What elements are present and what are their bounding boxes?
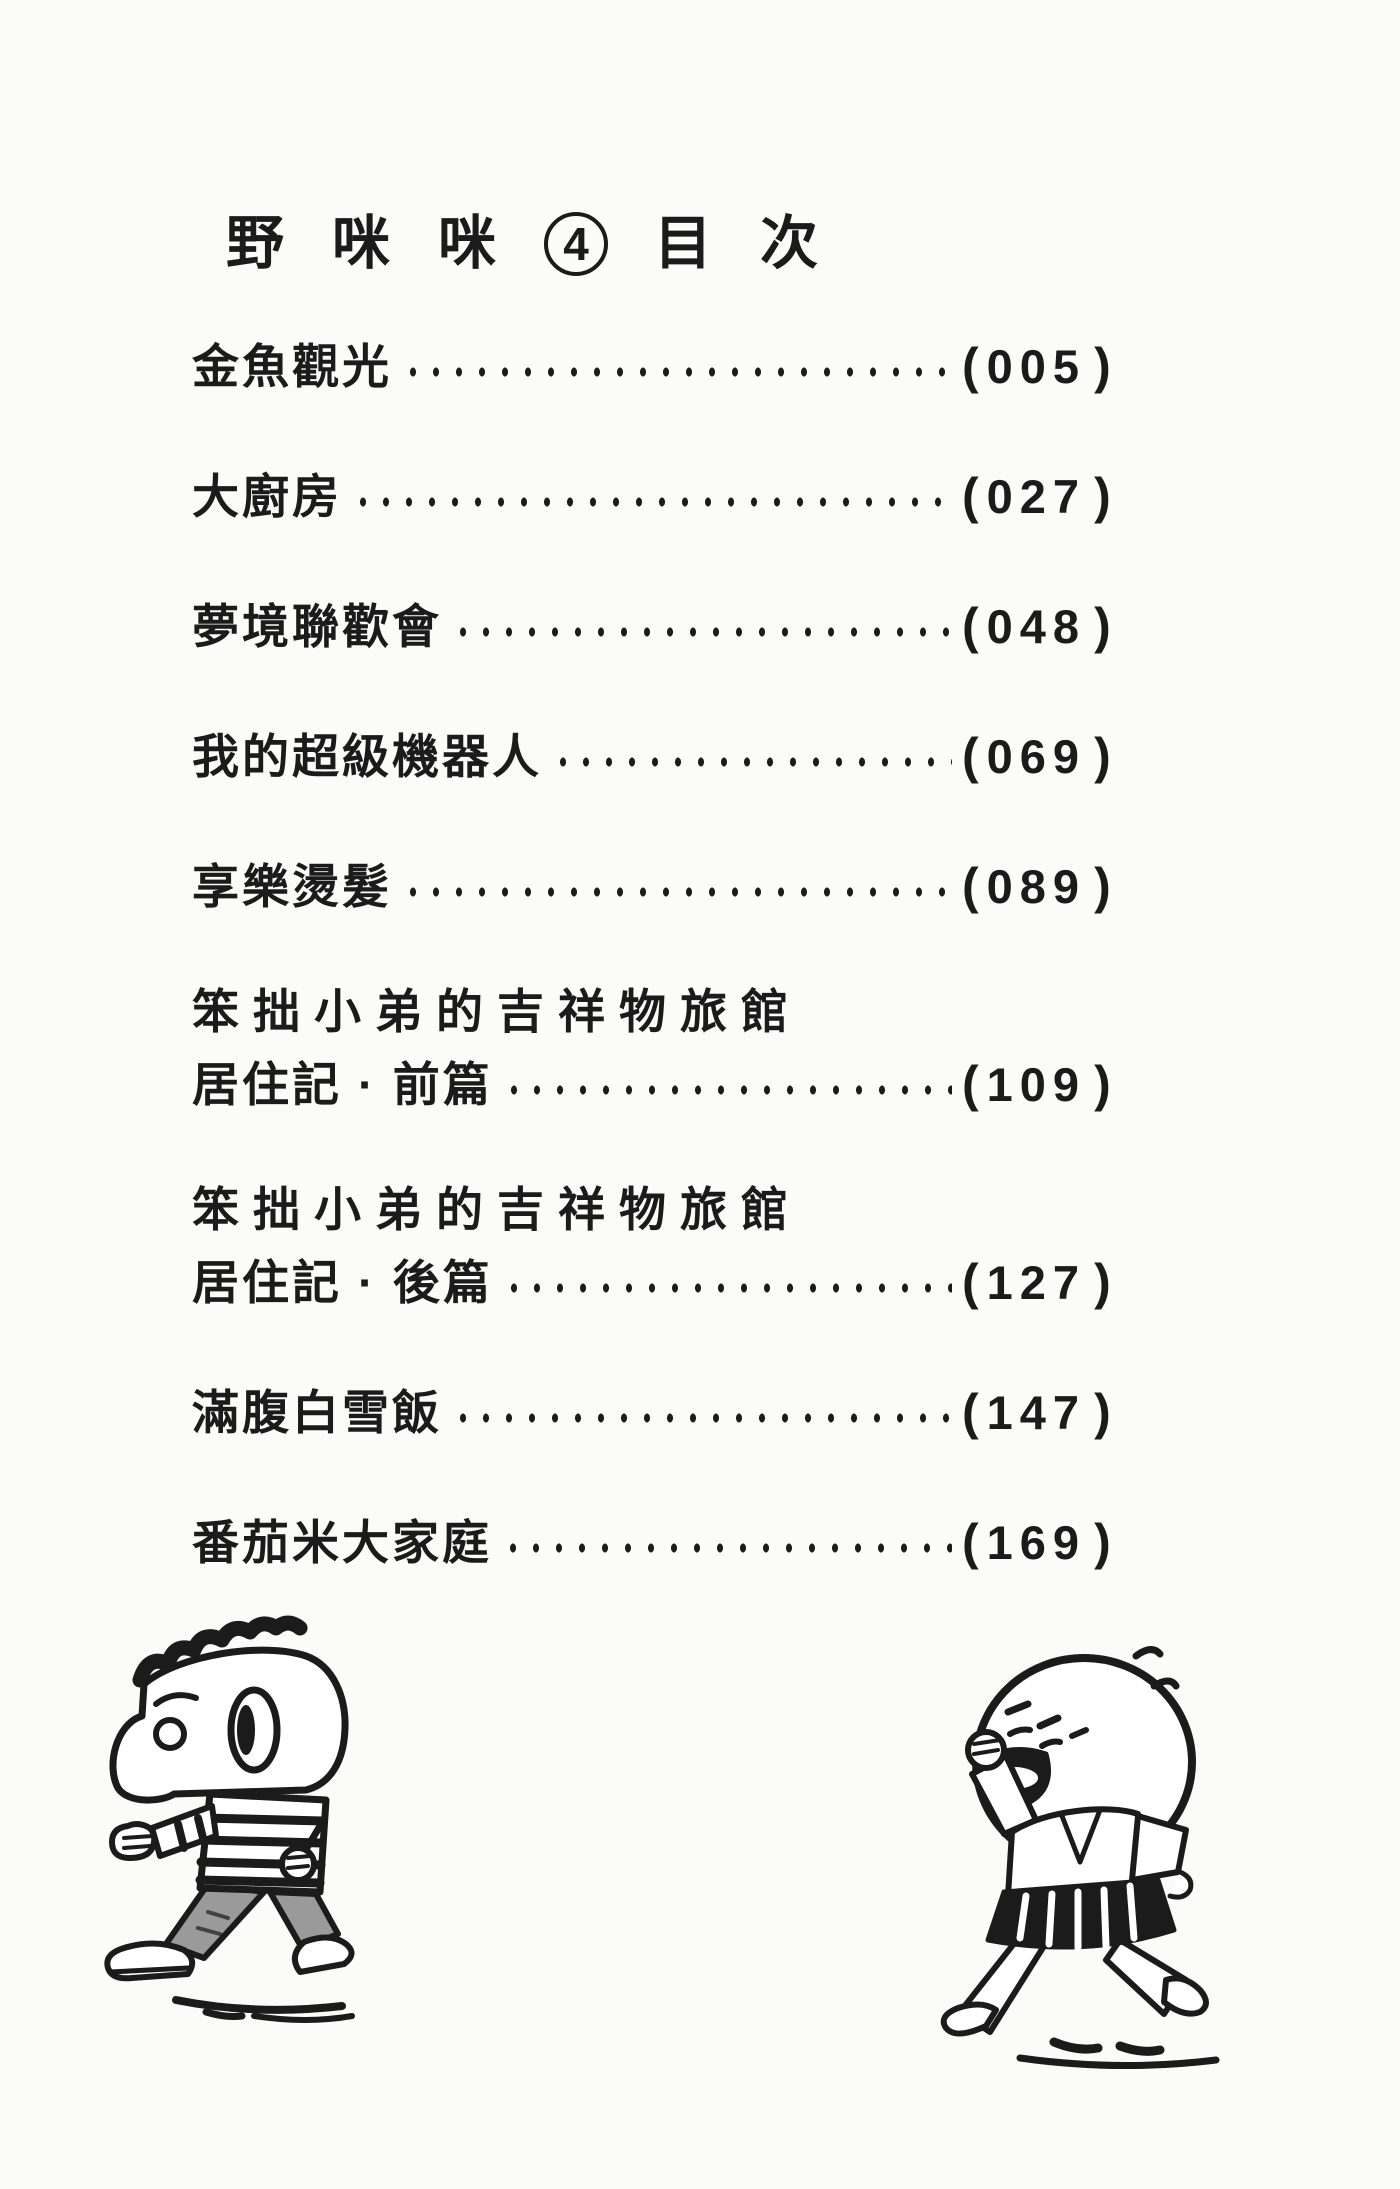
leader-dots <box>452 1388 952 1444</box>
toc-entry-title-line1: 笨拙小弟的吉祥物旅館 <box>192 985 802 1038</box>
toc-entry-page: (089) <box>962 861 1140 911</box>
kid-sweat-drops <box>1132 1646 1180 1690</box>
toc-entry: 夢境聯歡會 (048) <box>192 598 1140 658</box>
toc-entry: 享樂燙髮 (089) <box>192 858 1140 918</box>
kid-collar <box>1059 1807 1103 1865</box>
toc-entry-title: 番茄米大家庭 <box>192 1515 492 1569</box>
boy-back-leg <box>267 1889 355 1975</box>
paren-close: ) <box>1094 1254 1111 1310</box>
paren-open: ( <box>962 468 979 524</box>
leader-dots <box>502 1518 952 1574</box>
toc-entry: 大廚房 (027) <box>192 468 1140 528</box>
toc-entry-title: 滿腹白雪飯 <box>192 1385 442 1439</box>
toc-entry-page: (005) <box>962 341 1140 391</box>
toc-entry-title-line2: 居住記 · 後篇 <box>192 1255 493 1309</box>
boy-small-eye <box>153 1717 187 1751</box>
paren-close: ) <box>1094 1514 1111 1570</box>
paren-open: ( <box>962 1514 979 1570</box>
kid-back-leg <box>1103 1937 1209 2017</box>
toc-entry-page: (069) <box>962 731 1140 781</box>
kid-striped-skirt <box>985 1877 1177 1952</box>
page-title: 野咪咪 4 目次 <box>226 212 1140 276</box>
boy-hair <box>132 1615 308 1688</box>
toc-entry-page: (169) <box>962 1517 1140 1567</box>
paren-close: ) <box>1094 728 1111 784</box>
page-number: 127 <box>986 1255 1087 1309</box>
leader-dots <box>502 1258 952 1314</box>
toc-entry-title: 夢境聯歡會 <box>192 599 442 653</box>
kid-eyebrows <box>1004 1700 1062 1730</box>
toc-entry-page: (147) <box>962 1387 1140 1437</box>
boy-head <box>109 1615 349 1804</box>
kid-raised-arm <box>965 1729 1039 1837</box>
paren-close: ) <box>1094 1384 1111 1440</box>
toc-entry: 笨拙小弟的吉祥物旅館 居住記 · 前篇 (109) <box>192 985 1140 1116</box>
page-number: 109 <box>986 1057 1087 1111</box>
page-number: 169 <box>986 1515 1087 1569</box>
crying-kid-illustration <box>940 1646 1220 2070</box>
kid-right-hand <box>1167 1869 1194 1900</box>
boy-pupil <box>237 1705 255 1755</box>
toc-entry-title: 大廚房 <box>192 469 342 523</box>
toc-entry: 笨拙小弟的吉祥物旅館 居住記 · 後篇 (127) <box>192 1183 1140 1314</box>
paren-open: ( <box>962 1254 979 1310</box>
toc-entry: 金魚觀光 (005) <box>192 338 1140 398</box>
series-title: 野咪咪 <box>226 211 545 276</box>
toc-entry: 番茄米大家庭 (169) <box>192 1514 1140 1574</box>
walking-boy-illustration <box>104 1615 355 2023</box>
page-number: 089 <box>986 859 1087 913</box>
boy-eyebrow <box>153 1692 199 1707</box>
paren-close: ) <box>1094 338 1111 394</box>
leader-dots <box>552 732 952 788</box>
paren-open: ( <box>962 858 979 914</box>
page-number: 147 <box>986 1385 1087 1439</box>
toc-content: 野咪咪 4 目次 金魚觀光 (005) 大廚房 (027) 夢境聯歡會 (048… <box>192 212 1140 1644</box>
toc-entry: 我的超級機器人 (069) <box>192 728 1140 788</box>
kid-front-leg <box>940 1933 1047 2037</box>
toc-entry-title-line2: 居住記 · 前篇 <box>192 1057 493 1111</box>
toc-entry-title: 我的超級機器人 <box>192 729 542 783</box>
paren-close: ) <box>1094 858 1111 914</box>
leader-dots <box>402 862 952 918</box>
toc-label: 目次 <box>654 211 867 276</box>
paren-open: ( <box>962 338 979 394</box>
paren-open: ( <box>962 728 979 784</box>
toc-entry-title: 金魚觀光 <box>192 339 392 393</box>
paren-close: ) <box>1094 468 1111 524</box>
page-number: 048 <box>986 599 1087 653</box>
kid-ground-lines <box>1016 2037 1220 2070</box>
paren-close: ) <box>1094 598 1111 654</box>
paren-open: ( <box>962 1384 979 1440</box>
paren-open: ( <box>962 1056 979 1112</box>
kid-body <box>1005 1806 1194 1900</box>
toc-entry-page: (109) <box>962 1059 1140 1109</box>
paren-open: ( <box>962 598 979 654</box>
toc-entry-page: (127) <box>962 1257 1140 1307</box>
boy-left-arm <box>109 1803 219 1861</box>
kid-right-sleeve <box>1129 1813 1189 1883</box>
toc-entry: 滿腹白雪飯 (147) <box>192 1384 1140 1444</box>
kid-closed-eyes <box>1007 1726 1089 1749</box>
toc-entry-title-line1: 笨拙小弟的吉祥物旅館 <box>192 1183 802 1236</box>
leader-dots <box>502 1060 952 1116</box>
leader-dots <box>452 602 952 658</box>
toc-entry-title: 享樂燙髮 <box>192 859 392 913</box>
paren-close: ) <box>1094 1056 1111 1112</box>
leader-dots <box>402 342 952 398</box>
toc-entry-page: (027) <box>962 471 1140 521</box>
page-number: 005 <box>986 339 1087 393</box>
leader-dots <box>352 472 952 528</box>
volume-badge: 4 <box>544 212 609 276</box>
page-number: 069 <box>986 729 1087 783</box>
boy-front-leg <box>104 1881 267 1982</box>
boy-right-arm <box>279 1822 324 1883</box>
toc-entry-page: (048) <box>962 601 1140 651</box>
boy-ground-lines <box>172 1996 355 2023</box>
page-number: 027 <box>986 469 1087 523</box>
